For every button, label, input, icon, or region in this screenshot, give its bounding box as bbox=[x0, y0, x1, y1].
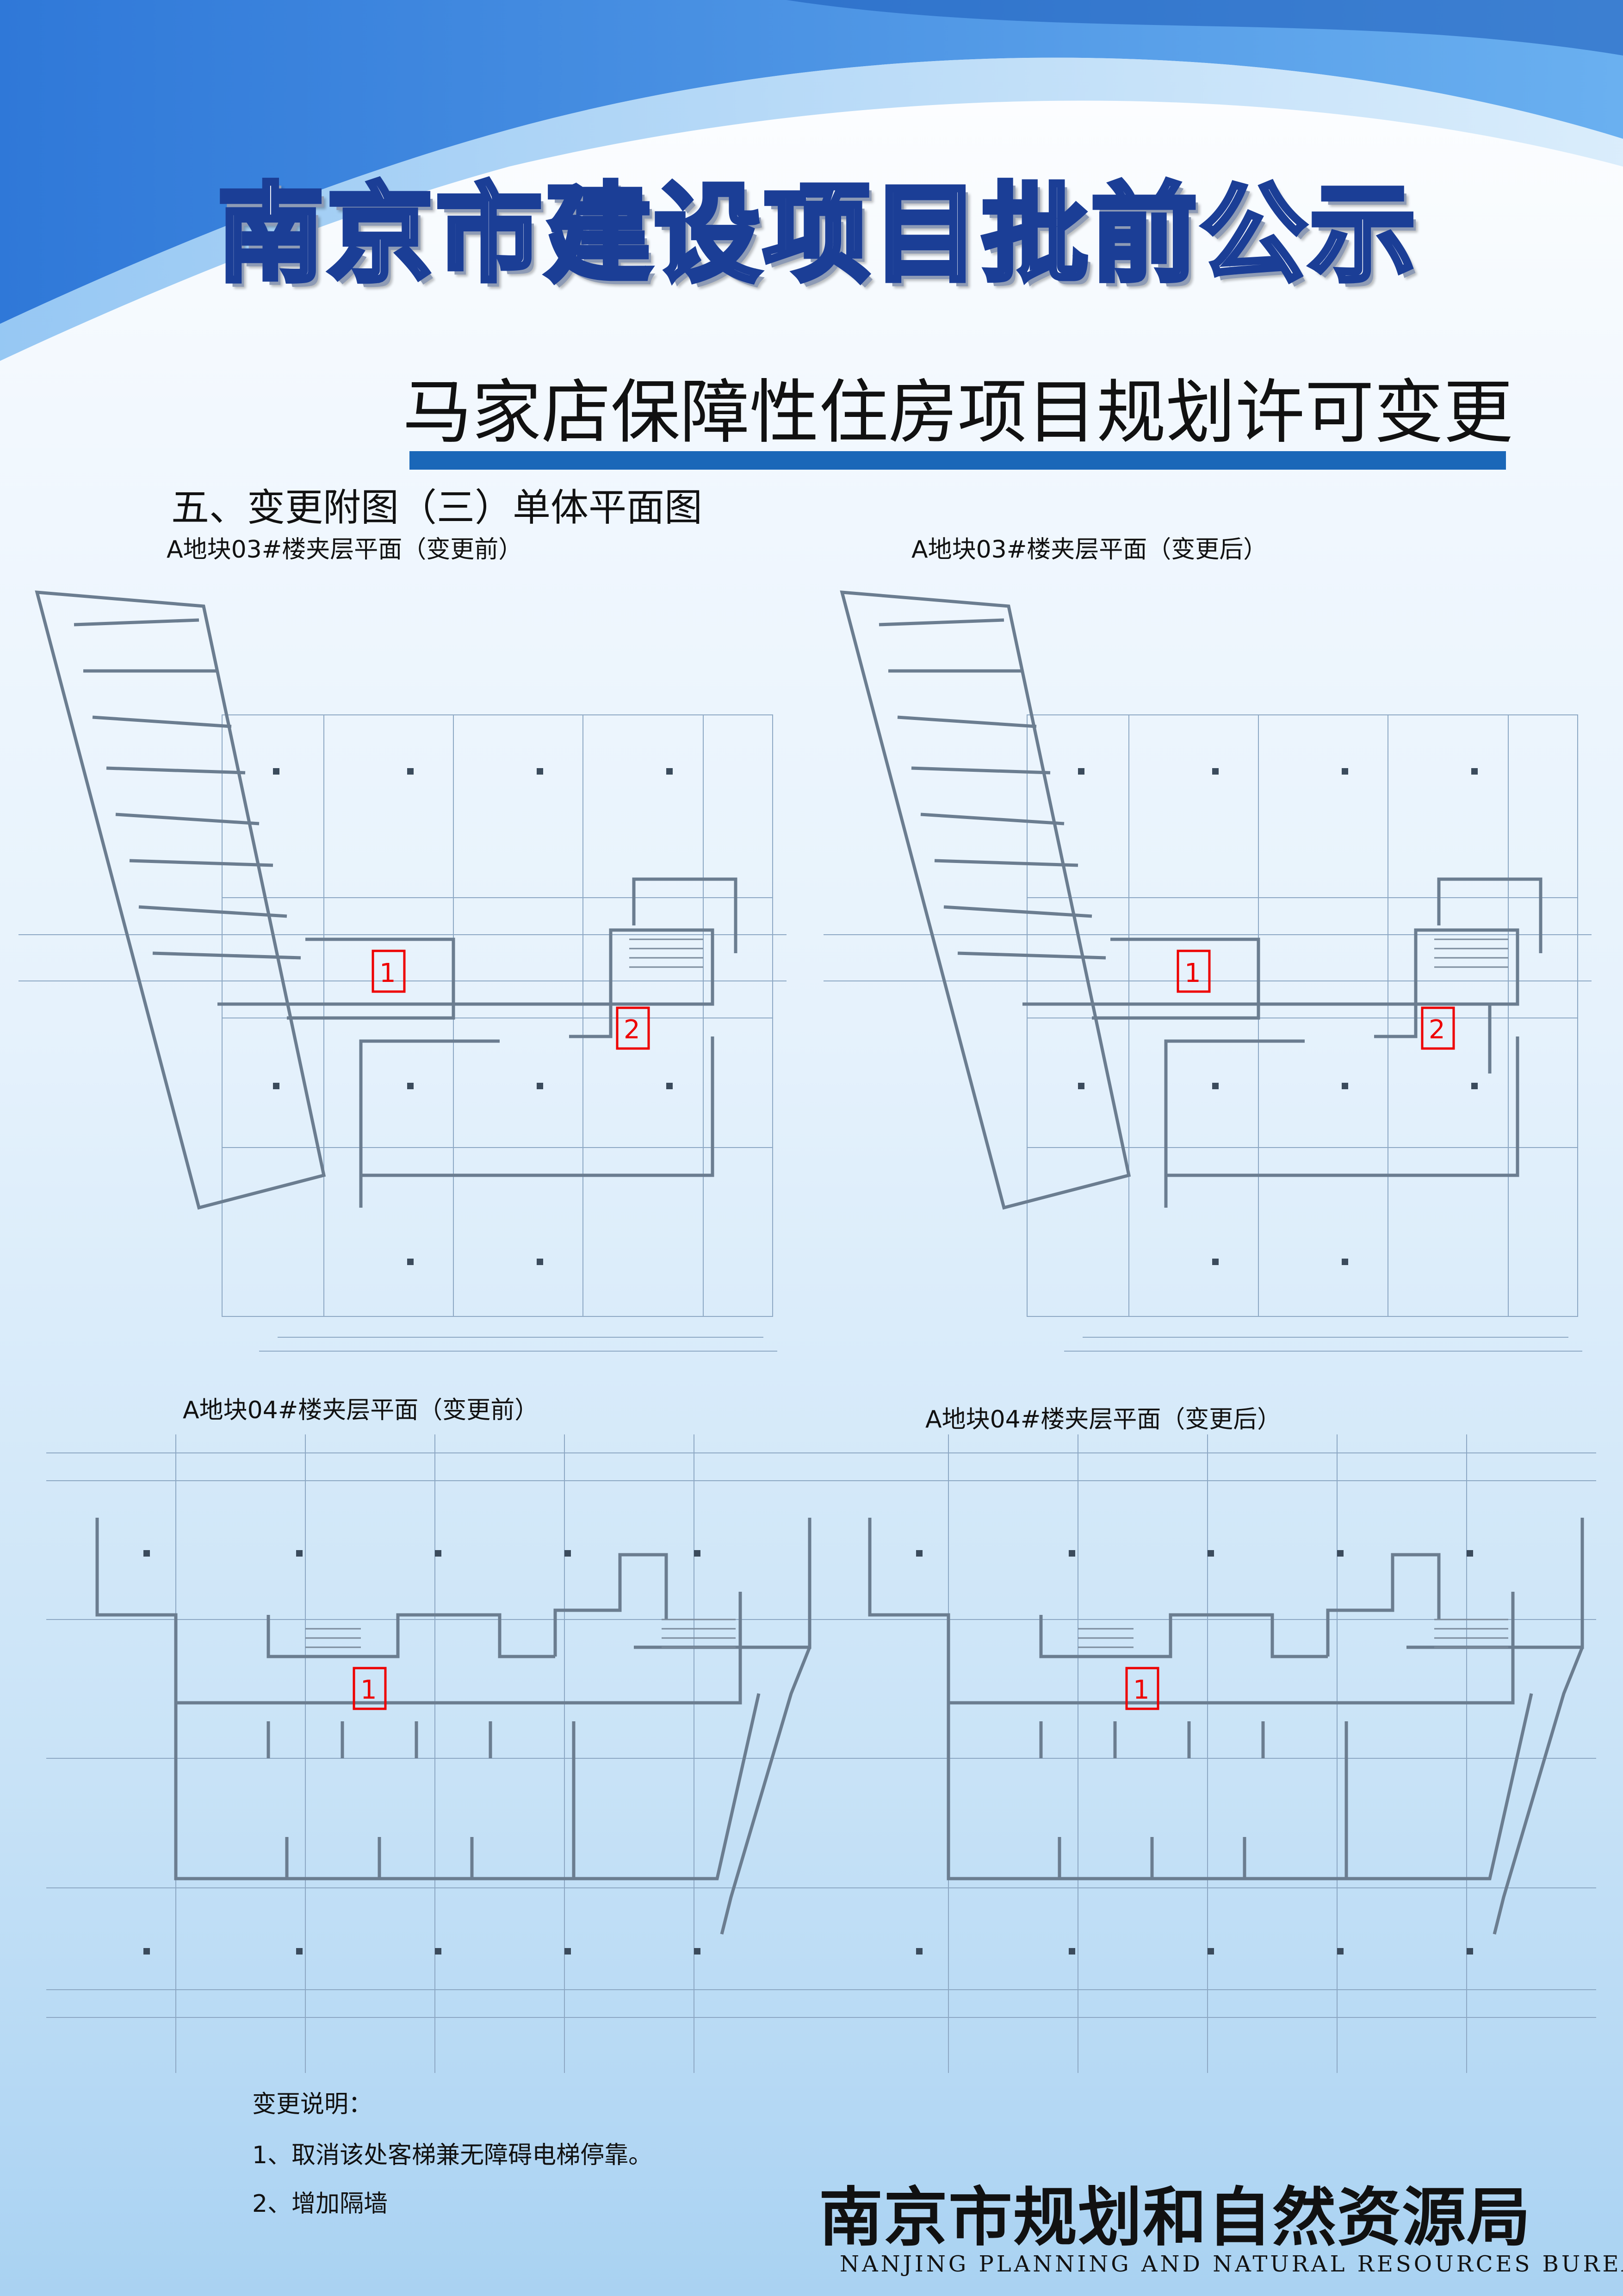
change-note-item: 1、取消该处客梯兼无障碍电梯停靠。 bbox=[252, 2141, 653, 2169]
change-marker-2 bbox=[1421, 1006, 1455, 1050]
plan-label-a03-after: A地块03#楼夹层平面（变更后） bbox=[911, 536, 1268, 564]
change-marker-1 bbox=[1177, 949, 1211, 993]
change-marker-1-label: 1 bbox=[360, 1675, 377, 1705]
change-marker-1-label: 1 bbox=[379, 958, 396, 988]
floor-plan-a03-after: 1 2 bbox=[824, 590, 1592, 1352]
change-marker-1 bbox=[353, 1667, 387, 1710]
plan-label-a04-after: A地块04#楼夹层平面（变更后） bbox=[925, 1406, 1282, 1433]
plan-label-a04-before: A地块04#楼夹层平面（变更前） bbox=[183, 1396, 539, 1424]
change-marker-2-label: 2 bbox=[1429, 1015, 1445, 1045]
change-marker-2-label: 2 bbox=[624, 1015, 640, 1045]
page-title: 南京市建设项目批前公示 bbox=[215, 169, 1419, 299]
floor-plan-a04-before: 1 bbox=[46, 1434, 824, 2073]
floor-plan-a03-before: 1 2 bbox=[19, 590, 787, 1352]
change-notes-heading: 变更说明： bbox=[252, 2091, 373, 2118]
change-marker-1-label: 1 bbox=[1133, 1675, 1150, 1705]
change-marker-1 bbox=[1125, 1667, 1159, 1710]
plan-label-a03-before: A地块03#楼夹层平面（变更前） bbox=[167, 536, 523, 564]
section-title: 五、变更附图（三）单体平面图 bbox=[171, 486, 703, 530]
change-marker-1 bbox=[372, 949, 406, 993]
floor-plan-a04-after: 1 bbox=[819, 1434, 1596, 2073]
bureau-name: 南京市规划和自然资源局 bbox=[819, 2179, 1532, 2255]
header-wave-decoration bbox=[0, 0, 1623, 361]
bureau-name-en: NANJING PLANNING AND NATURAL RESOURCES B… bbox=[840, 2251, 1623, 2277]
project-subtitle: 马家店保障性住房项目规划许可变更 bbox=[403, 372, 1513, 453]
subtitle-underline-bar bbox=[409, 451, 1506, 470]
change-marker-1-label: 1 bbox=[1184, 958, 1201, 988]
change-marker-2 bbox=[616, 1006, 650, 1050]
change-note-item: 2、增加隔墙 bbox=[252, 2190, 388, 2218]
